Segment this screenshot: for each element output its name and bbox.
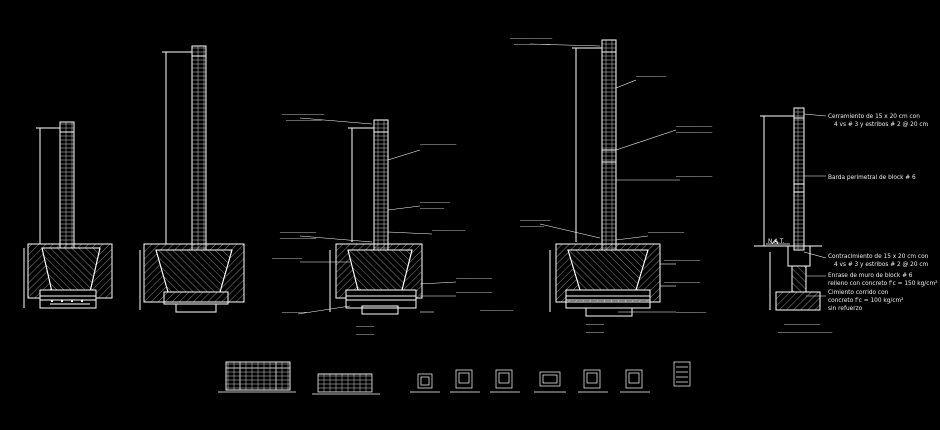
svg-text:────────────: ──────────── — [675, 174, 713, 180]
bottom-elevation-1 — [218, 361, 296, 393]
svg-text:────────────: ──────────── — [279, 230, 317, 236]
svg-text:────────────: ──────────── — [647, 230, 685, 236]
wall-section-1 — [23, 121, 113, 309]
wall-5-labels: Cerramiento de 15 x 20 cm con 4 vs # 3 y… — [768, 114, 937, 336]
svg-text:───────────: ─────────── — [431, 228, 466, 234]
svg-text:────────────: ──────────── — [675, 124, 713, 130]
wall-section-4 — [549, 39, 661, 317]
svg-text:────────: ──────── — [419, 206, 445, 212]
svg-text:──────────────: ────────────── — [281, 112, 325, 118]
label-enrase-2: relleno con concreto f'c = 150 kg/cm² — [828, 280, 937, 287]
bottom-elevation-2 — [312, 373, 380, 395]
label-barda: Barda perimetral de block # 6 — [828, 175, 916, 181]
label-cimiento-3: sin refuerzo — [828, 306, 863, 312]
wall-section-5 — [754, 107, 822, 311]
svg-text:──────────: ────────── — [519, 218, 551, 224]
wall-section-2 — [139, 45, 245, 313]
label-contracimiento-2: 4 vs # 3 y estribos # 2 @ 20 cm — [834, 262, 929, 268]
label-cerramiento-1: Cerramiento de 15 x 20 cm con — [828, 114, 920, 120]
svg-text:────────────: ──────────── — [663, 258, 701, 264]
svg-text:──────────: ────────── — [675, 310, 707, 316]
svg-text:────────────: ──────────── — [419, 142, 457, 148]
label-enrase-1: Enrase de muro de block # 6 — [828, 273, 913, 279]
svg-text:────────────: ──────────── — [279, 236, 317, 242]
bottom-section-details — [410, 361, 691, 393]
svg-text:────────────: ──────────── — [783, 322, 821, 328]
wall-3-annotation-text: ────────────── ──────────── ────────────… — [271, 112, 493, 338]
svg-text:──────────: ────────── — [635, 74, 667, 80]
svg-text:──────────: ────────── — [271, 256, 303, 262]
svg-text:────────────: ──────────── — [455, 290, 493, 296]
wall-1-footing-bars — [50, 299, 84, 303]
wall-section-3 — [329, 119, 423, 315]
svg-text:────────: ──────── — [281, 310, 307, 316]
svg-text:──────: ────── — [585, 330, 605, 336]
label-cimiento-2: concreto f'c = 100 kg/cm² — [828, 297, 904, 304]
wall-4-leaders — [529, 43, 680, 313]
svg-text:────────: ──────── — [519, 224, 545, 230]
svg-text:────────────: ──────────── — [513, 42, 551, 48]
label-cimiento-1: Cimiento corrido con — [828, 290, 889, 296]
svg-text:──────: ────── — [355, 324, 375, 330]
wall-4-annotation-text: ────────────── ──────────── ────────── ─… — [479, 36, 713, 336]
svg-text:──────────────────: ────────────────── — [777, 330, 833, 336]
svg-text:────────────: ──────────── — [285, 118, 323, 124]
svg-text:──────────────: ────────────── — [509, 36, 553, 42]
wall-5-leaders — [803, 113, 827, 297]
svg-text:────────────: ──────────── — [675, 130, 713, 136]
svg-text:────────────: ──────────── — [455, 276, 493, 282]
label-nat: N.A.T. — [768, 239, 785, 245]
nat-level-mark — [766, 239, 790, 245]
svg-text:──────────: ────────── — [419, 200, 451, 206]
svg-text:────────────: ──────────── — [663, 280, 701, 286]
label-contracimiento-1: Contracimiento de 15 x 20 cm con — [828, 254, 929, 260]
wall-3-leaders — [297, 117, 457, 315]
svg-text:───────────: ─────────── — [479, 308, 514, 314]
svg-text:──────: ────── — [355, 332, 375, 338]
svg-text:──────: ────── — [585, 322, 605, 328]
label-cerramiento-2: 4 vs # 3 y estribos # 2 @ 20 cm — [834, 122, 929, 128]
